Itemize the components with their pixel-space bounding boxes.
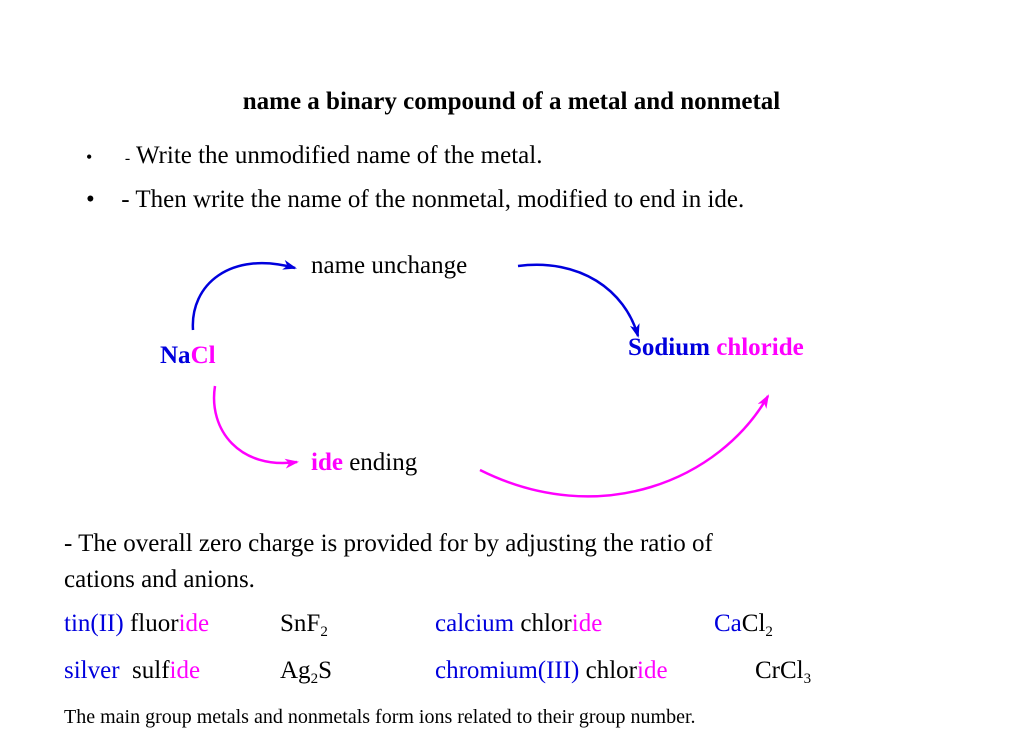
top-label: name unchange [311,252,468,279]
formula-subscript: 3 [803,671,812,687]
example-suffix: ide [169,657,201,684]
formula-part: SnF [280,610,321,637]
bottom-label: ide ending [311,449,417,477]
example-suffix: ide [178,610,210,637]
paragraph-line-2: cations and anions. [64,566,255,593]
example-name-tin: tin(II) fluoride [64,610,209,638]
formula-part: Cl [741,610,766,637]
result-nonmetal: chloride [716,334,804,361]
formula-part: S [318,657,332,684]
example-cation: calcium [435,610,515,637]
example-suffix: ide [637,657,668,684]
bullet-marker: • [86,147,93,167]
formula-nonmetal: Cl [190,342,216,369]
formula-nacl: NaCl [160,342,216,370]
slide-title: name a binary compound of a metal and no… [242,88,781,115]
example-formula-silver: Ag2S [280,657,332,687]
example-formula-calcium: CaCl2 [714,610,773,640]
bottom-label-suffix: ide [311,449,343,476]
example-cation: silver [64,657,120,684]
formula-part: Ca [714,610,742,637]
example-suffix: ide [571,610,603,637]
bullet-marker: • [86,186,95,213]
formula-part: CrCl [755,657,804,684]
formula-subscript: 2 [765,624,773,640]
arrow-top-label-to-sodium [517,263,640,338]
bullet-text: Then write the name of the nonmetal, mod… [135,186,745,213]
bottom-label-rest: ending [349,449,418,476]
arrow-nacl-to-top-label [191,259,297,331]
paragraph-line-1: - The overall zero charge is provided fo… [64,530,713,557]
bullet-item-1: • - Write the unmodified name of the met… [86,142,542,170]
bullet-text: Write the unmodified name of the metal. [135,142,543,169]
example-formula-chromium: CrCl3 [755,657,812,687]
result-name: Sodium chloride [628,334,804,362]
formula-subscript: 2 [310,671,319,687]
example-formula-tin: SnF2 [280,610,328,640]
example-anion-stem: chlor [520,610,572,637]
footnote: The main group metals and nonmetals form… [64,706,696,728]
example-name-silver: silver sulfide [64,657,200,685]
example-name-chromium: chromium(III) chloride [435,657,668,685]
formula-part: Ag [280,657,311,684]
formula-metal: Na [160,342,191,369]
example-anion-stem: fluor [129,610,179,637]
example-cation: chromium(III) [435,657,580,684]
example-cation: tin(II) [64,610,124,637]
result-metal: Sodium [628,334,710,361]
example-name-calcium: calcium chloride [435,610,602,638]
formula-subscript: 2 [320,624,328,640]
bullet-dash: - [124,150,131,167]
arrow-nacl-to-ide [212,385,299,469]
example-anion-stem: sulf [132,657,170,684]
example-anion-stem: chlor [585,657,638,684]
arrow-ide-to-chloride [479,394,770,498]
bullet-dash: - [121,186,130,213]
bullet-item-2: • - Then write the name of the nonmetal,… [86,186,744,214]
